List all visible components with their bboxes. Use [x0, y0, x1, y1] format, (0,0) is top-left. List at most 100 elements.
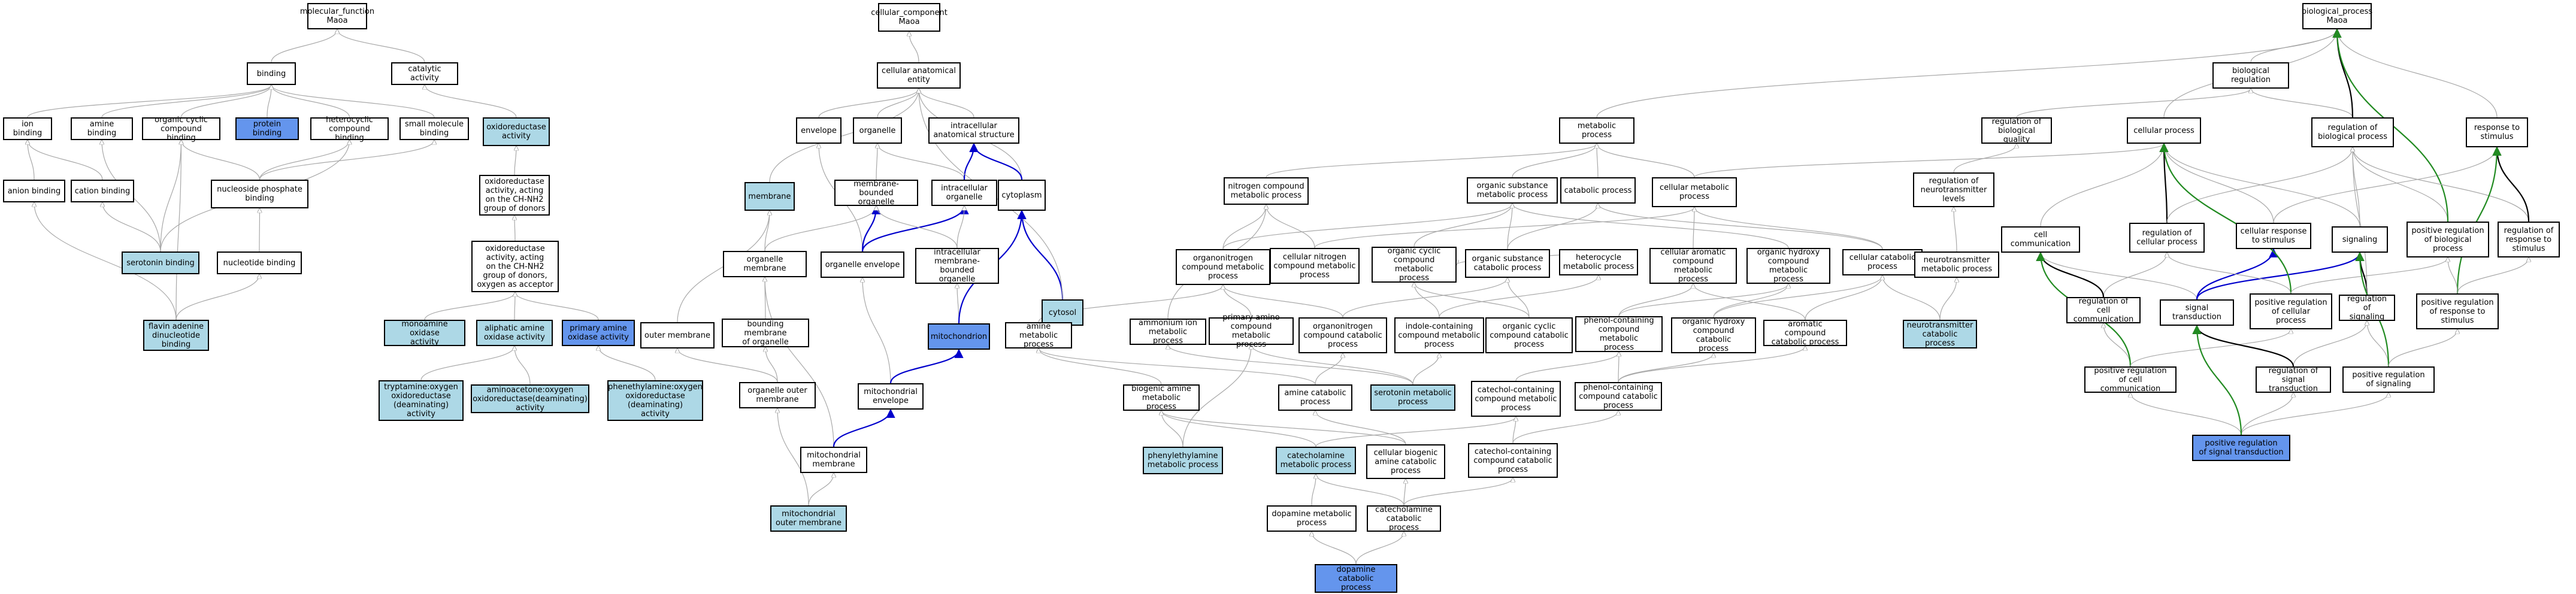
go-term-amine-binding[interactable]: amine binding — [71, 117, 133, 140]
go-term-binding[interactable]: binding — [247, 62, 296, 85]
go-term-reg-bio-quality[interactable]: regulation of biological quality — [1981, 117, 2052, 144]
go-term-reg-resp-stim[interactable]: regulation of response to stimulus — [2498, 222, 2560, 257]
go-term-amine-cat[interactable]: amine catabolic process — [1278, 384, 1352, 411]
go-term-oxred-chnh[interactable]: oxidoreductase activity, acting on the C… — [479, 175, 550, 216]
go-term-bio-reg[interactable]: biological regulation — [2212, 62, 2289, 89]
go-term-bp[interactable]: biological_process Maoa — [2302, 3, 2372, 29]
go-term-cc[interactable]: cellular_component Maoa — [871, 3, 948, 32]
go-term-mao-act[interactable]: monoamine oxidase activity — [384, 320, 465, 347]
go-term-org-outer-membrane[interactable]: organelle outer membrane — [739, 382, 816, 408]
go-term-nuc-binding[interactable]: nucleotide binding — [217, 251, 302, 274]
go-term-mito-envelope[interactable]: mitochondrial envelope — [858, 383, 924, 410]
go-term-cell-metab[interactable]: cellular metabolic process — [1652, 177, 1737, 207]
go-term-catalytic[interactable]: catalytic activity — [391, 62, 458, 85]
go-term-ocyc-binding[interactable]: organic cyclic compound binding — [142, 116, 220, 143]
go-term-nucph-binding[interactable]: nucleoside phosphate binding — [211, 180, 308, 208]
go-term-nt-cat[interactable]: neurotransmitter catabolic process — [1903, 320, 1977, 348]
go-term-sig-trans[interactable]: signal transduction — [2160, 299, 2234, 326]
go-term-bound-membrane[interactable]: bounding membrane of organelle — [722, 319, 809, 347]
go-term-arom-cat[interactable]: aromatic compound catabolic process — [1763, 320, 1847, 347]
go-term-dopamine-metab[interactable]: dopamine metabolic process — [1267, 505, 1357, 532]
go-term-dopamine-cat[interactable]: dopamine catabolic process — [1315, 564, 1397, 593]
go-term-phenethyl-ox[interactable]: phenethylamine:oxygen oxidoreductase (de… — [607, 380, 703, 421]
go-term-aminoacetone-ox[interactable]: aminoacetone:oxygen oxidoreductase(deami… — [471, 384, 589, 413]
go-term-cell-comm[interactable]: cell communication — [2001, 226, 2080, 253]
go-term-catechol-metab[interactable]: catechol-containing compound metabolic p… — [1471, 381, 1561, 417]
go-term-reg-nt-levels[interactable]: regulation of neurotransmitter levels — [1913, 172, 1994, 207]
go-term-pos-reg-resp[interactable]: positive regulation of response to stimu… — [2416, 293, 2499, 329]
go-term-fad-binding[interactable]: flavin adenine dinucleotide binding — [143, 320, 209, 351]
go-term-org-subst[interactable]: organic substance metabolic process — [1467, 177, 1558, 204]
go-term-reg-cell-proc[interactable]: regulation of cellular process — [2129, 223, 2205, 253]
go-term-ion-binding[interactable]: ion binding — [3, 117, 52, 140]
go-term-orgN-cat[interactable]: organonitrogen compound catabolic proces… — [1298, 317, 1387, 353]
go-term-protein-binding[interactable]: protein binding — [235, 117, 299, 140]
go-term-hetero-binding[interactable]: heterocyclic compound binding — [310, 116, 389, 143]
go-term-ammonium[interactable]: ammonium ion metabolic process — [1130, 319, 1206, 346]
go-term-membrane[interactable]: membrane — [744, 182, 795, 211]
go-term-cell-biogenic-cat[interactable]: cellular biogenic amine catabolic proces… — [1366, 444, 1445, 479]
go-term-sm-binding[interactable]: small molecule binding — [399, 117, 469, 140]
go-term-catechol-cat[interactable]: catechol-containing compound catabolic p… — [1468, 443, 1558, 478]
go-term-oxred-chnh-o2[interactable]: oxidoreductase activity, acting on the C… — [471, 241, 559, 292]
go-term-prim-amino[interactable]: primary amino compound metabolic process — [1209, 313, 1294, 349]
go-term-org-subst-cat[interactable]: organic substance catabolic process — [1465, 249, 1550, 278]
go-term-pos-reg-bio[interactable]: positive regulation of biological proces… — [2407, 222, 2489, 257]
go-term-cytosol[interactable]: cytosol — [1042, 299, 1083, 326]
go-term-ias[interactable]: intracellular anatomical structure — [928, 117, 1019, 144]
go-term-hetero-metab[interactable]: heterocycle metabolic process — [1559, 249, 1638, 275]
go-term-phenol-metab[interactable]: phenol-containing compound metabolic pro… — [1575, 316, 1663, 352]
go-term-outer-membrane[interactable]: outer membrane — [640, 322, 715, 348]
go-term-reg-cell-comm[interactable]: regulation of cell communication — [2066, 297, 2141, 324]
go-term-catecholamine[interactable]: catecholamine metabolic process — [1276, 447, 1356, 474]
go-term-trypt-ox[interactable]: tryptamine:oxygen oxidoreductase (deamin… — [379, 380, 464, 421]
go-term-aliph-amine-ox[interactable]: aliphatic amine oxidase activity — [476, 320, 553, 346]
go-term-mito-outer[interactable]: mitochondrial outer membrane — [770, 505, 847, 532]
go-term-ocyc-metab[interactable]: organic cyclic compound metabolic proces… — [1372, 247, 1457, 283]
go-term-biogenic[interactable]: biogenic amine metabolic process — [1123, 384, 1200, 411]
go-term-pos-reg-signaling[interactable]: positive regulation of signaling — [2342, 366, 2435, 393]
go-term-cytoplasm[interactable]: cytoplasm — [998, 180, 1046, 211]
go-term-ocyc-cat[interactable]: organic cyclic compound catabolic proces… — [1485, 317, 1573, 353]
go-term-reg-bio-process[interactable]: regulation of biological process — [2311, 117, 2394, 147]
go-term-amine-metab[interactable]: amine metabolic process — [1005, 322, 1072, 349]
go-term-metabolic[interactable]: metabolic process — [1559, 117, 1634, 144]
go-term-catabolic[interactable]: catabolic process — [1560, 177, 1636, 204]
go-term-phenol-cat[interactable]: phenol-containing compound catabolic pro… — [1575, 382, 1662, 411]
go-term-orgN-cmp[interactable]: organonitrogen compound metabolic proces… — [1176, 249, 1270, 285]
go-term-serotonin-binding[interactable]: serotonin binding — [122, 251, 199, 274]
go-term-pos-reg-cell[interactable]: positive regulation of cellular process — [2250, 293, 2332, 329]
go-term-cation-binding[interactable]: cation binding — [71, 180, 134, 202]
go-term-mito[interactable]: mitochondrion — [928, 323, 990, 350]
go-term-envelope[interactable]: envelope — [796, 117, 841, 144]
go-term-cae[interactable]: cellular anatomical entity — [877, 62, 961, 89]
go-term-cellular-process[interactable]: cellular process — [2127, 117, 2201, 144]
go-term-serotonin-metab[interactable]: serotonin metabolic process — [1370, 384, 1455, 411]
go-term-anion-binding[interactable]: anion binding — [3, 180, 65, 202]
go-term-prim-amine-ox[interactable]: primary amine oxidase activity — [562, 320, 635, 346]
go-term-org-membrane[interactable]: organelle membrane — [723, 251, 807, 277]
go-term-resp-stim[interactable]: response to stimulus — [2466, 117, 2528, 147]
go-term-org-hydroxy[interactable]: organic hydroxy compound metabolic proce… — [1746, 248, 1830, 284]
go-term-mf[interactable]: molecular_function Maoa — [300, 3, 374, 29]
go-term-catecholamine-cat[interactable]: catecholamine catabolic process — [1367, 505, 1441, 532]
go-term-io[interactable]: intracellular organelle — [931, 180, 997, 206]
go-term-cell-arom[interactable]: cellular aromatic compound metabolic pro… — [1649, 248, 1737, 284]
go-term-org-envelope[interactable]: organelle envelope — [821, 251, 904, 278]
go-term-imbo[interactable]: intracellular membrane-bounded organelle — [915, 248, 999, 284]
go-term-cell-resp-stim[interactable]: cellular response to stimulus — [2236, 223, 2311, 249]
go-term-mbo[interactable]: membrane-bounded organelle — [834, 180, 918, 207]
go-term-indole[interactable]: indole-containing compound metabolic pro… — [1394, 317, 1484, 353]
go-term-mito-membrane[interactable]: mitochondrial membrane — [800, 447, 867, 473]
go-term-organelle[interactable]: organelle — [853, 117, 902, 144]
go-term-cell-N-cmp[interactable]: cellular nitrogen compound metabolic pro… — [1270, 248, 1360, 284]
go-term-signaling[interactable]: signaling — [2332, 226, 2388, 253]
go-term-org-hydroxy-cat[interactable]: organic hydroxy compound catabolic proce… — [1671, 317, 1756, 353]
go-term-pos-reg-sig-trans[interactable]: positive regulation of signal transducti… — [2192, 435, 2290, 461]
go-term-reg-signaling[interactable]: regulation of signaling — [2339, 295, 2395, 322]
go-term-reg-sig-trans[interactable]: regulation of signal transduction — [2256, 366, 2331, 393]
go-term-oxred[interactable]: oxidoreductase activity — [483, 117, 550, 146]
go-term-phenylethyl[interactable]: phenylethylamine metabolic process — [1143, 447, 1223, 474]
go-term-nt-metab[interactable]: neurotransmitter metabolic process — [1914, 251, 1999, 278]
go-term-nitrogen-cmp[interactable]: nitrogen compound metabolic process — [1224, 177, 1309, 205]
